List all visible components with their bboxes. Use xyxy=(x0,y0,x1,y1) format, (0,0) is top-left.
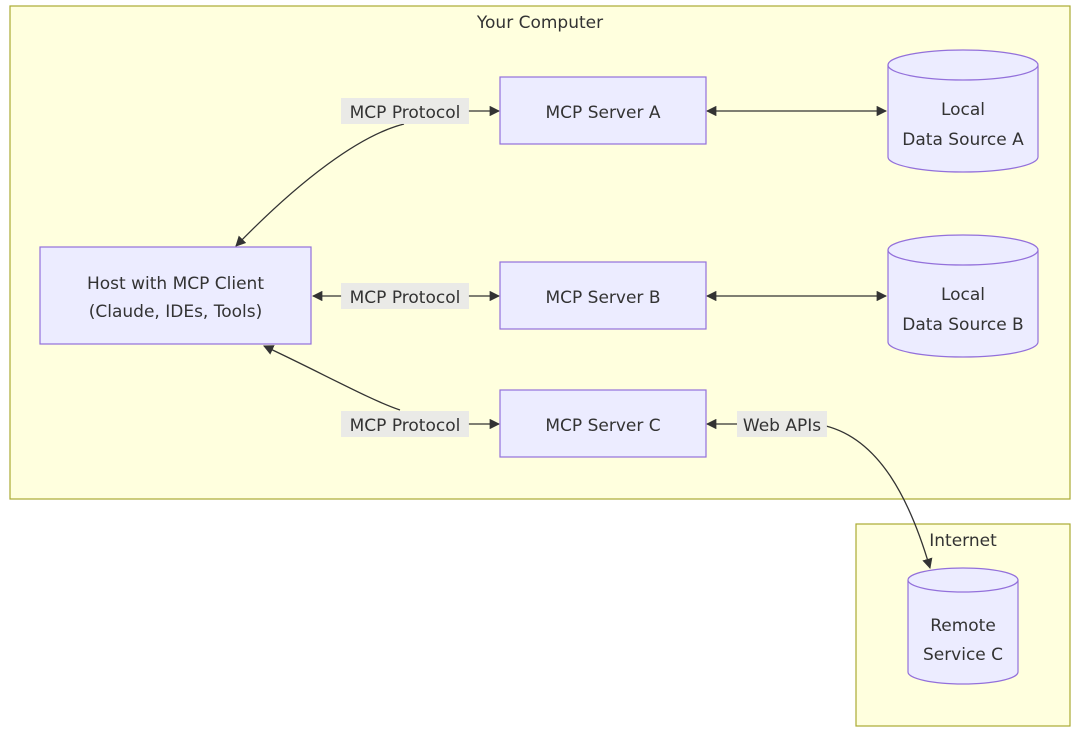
node-data-source-b-line1: Local xyxy=(941,285,985,305)
cluster-internet-label: Internet xyxy=(929,531,997,551)
node-remote-service-c-line2: Service C xyxy=(923,645,1003,665)
node-data-source-b: Local Data Source B xyxy=(887,234,1039,358)
node-server-a: MCP Server A xyxy=(499,76,707,145)
node-remote-service-c-line1: Remote xyxy=(930,616,996,636)
node-server-b: MCP Server B xyxy=(499,261,707,330)
edge-label-host-server-b: MCP Protocol xyxy=(350,288,461,308)
node-server-a-label: MCP Server A xyxy=(546,103,661,123)
node-data-source-a-line1: Local xyxy=(941,100,985,120)
cluster-internet: Internet xyxy=(855,523,1071,727)
node-remote-service-c: Remote Service C xyxy=(907,567,1019,685)
cluster-your-computer-label: Your Computer xyxy=(476,13,603,33)
node-data-source-a-line2: Data Source A xyxy=(902,130,1024,150)
node-server-b-label: MCP Server B xyxy=(545,288,660,308)
node-host-line2: (Claude, IDEs, Tools) xyxy=(89,302,263,322)
edge-server-c-remote: Web APIs xyxy=(705,411,933,569)
edge-host-server-a: MCP Protocol xyxy=(235,98,501,247)
node-host: Host with MCP Client (Claude, IDEs, Tool… xyxy=(39,246,312,345)
node-server-c-label: MCP Server C xyxy=(545,416,660,436)
node-data-source-b-line2: Data Source B xyxy=(902,315,1023,335)
edge-label-host-server-c: MCP Protocol xyxy=(350,416,461,436)
node-server-c: MCP Server C xyxy=(499,389,707,458)
node-host-line1: Host with MCP Client xyxy=(87,274,264,294)
edge-host-server-c: MCP Protocol xyxy=(263,345,501,437)
edge-label-web-apis: Web APIs xyxy=(743,416,821,436)
edge-label-host-server-a: MCP Protocol xyxy=(350,103,461,123)
edge-host-server-b: MCP Protocol xyxy=(311,283,501,309)
node-data-source-a: Local Data Source A xyxy=(887,49,1039,173)
